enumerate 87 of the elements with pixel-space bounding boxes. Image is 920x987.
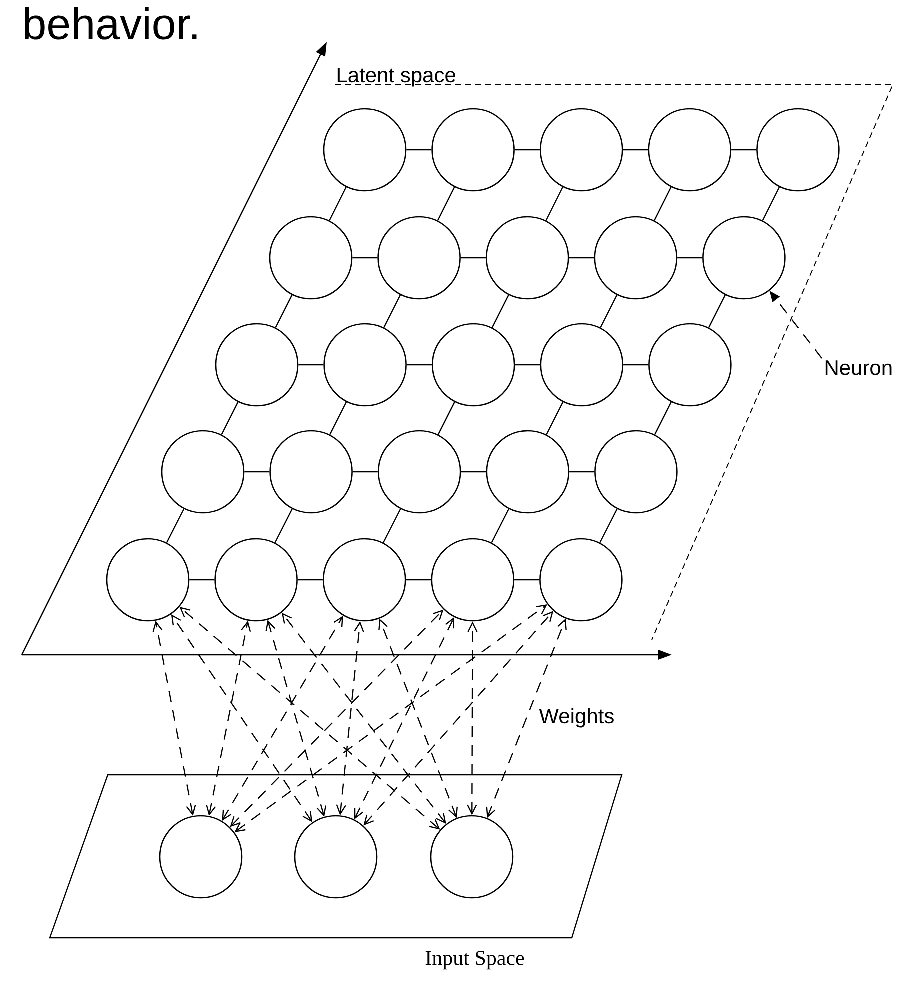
input-space-plane: Input Space — [49, 774, 623, 970]
weight-arrow — [152, 620, 196, 816]
connection-line — [244, 471, 270, 473]
connection-line — [298, 364, 324, 366]
neuron-circle — [322, 538, 406, 622]
connection-line — [329, 186, 347, 222]
neuron-circle — [540, 323, 624, 407]
neuron-circle — [648, 108, 732, 192]
connection-line — [569, 257, 594, 259]
neuron-circle — [294, 815, 378, 899]
node-label: Input Space — [426, 951, 524, 970]
weight-arrow — [266, 620, 327, 817]
weight-arrow — [354, 617, 454, 820]
weight-arrow — [222, 616, 344, 822]
neuron-circle — [378, 430, 462, 514]
connection-line — [514, 149, 540, 151]
neuron-circle — [702, 216, 786, 300]
neuron-circle — [324, 323, 407, 407]
neuron-circle — [161, 430, 245, 514]
connection-line — [275, 294, 293, 328]
weight-arrow — [336, 621, 364, 816]
neuron-circle — [269, 216, 353, 300]
connection-line — [654, 186, 672, 222]
weight-arrow — [378, 618, 458, 818]
neuron-circle — [432, 323, 516, 407]
weight-arrow — [180, 607, 440, 830]
connection-line — [190, 579, 215, 581]
neuron-circle — [594, 216, 678, 300]
neuron-circle — [594, 430, 678, 514]
neuron-circle — [270, 430, 353, 514]
connection-line — [546, 186, 564, 222]
connection-line — [406, 364, 432, 366]
neuron-circle — [648, 323, 732, 407]
connection-line — [221, 402, 239, 436]
connection-line — [437, 186, 456, 222]
connection-line — [708, 294, 726, 328]
neuron-circle — [540, 108, 624, 192]
connection-line — [600, 508, 618, 544]
weight-arrow — [234, 604, 548, 832]
connection-line — [654, 402, 672, 436]
neuron-circle — [486, 216, 570, 300]
connection-line — [492, 294, 510, 328]
neuron-circle — [432, 108, 515, 192]
connection-line — [298, 579, 323, 581]
neuron-circle — [378, 216, 461, 300]
weight-arrow — [206, 620, 252, 816]
connection-line — [623, 149, 648, 151]
connection-line — [460, 257, 486, 259]
neuron-circle — [430, 815, 514, 899]
neuron-circle — [215, 323, 299, 407]
connection-line — [491, 508, 510, 544]
weight-arrow — [467, 622, 478, 816]
connection-line — [406, 149, 432, 151]
connection-line — [546, 402, 564, 436]
neuron-circle — [214, 538, 298, 622]
neuron-circle — [431, 538, 515, 622]
connection-line — [570, 471, 595, 473]
connection-line — [274, 508, 293, 544]
weight-arrow — [486, 618, 567, 818]
weight-arrow — [171, 614, 313, 823]
neuron-circle — [323, 108, 407, 192]
connection-line — [600, 294, 618, 328]
connection-line — [352, 471, 378, 473]
connection-line — [762, 186, 780, 222]
neuron-circle — [756, 108, 840, 192]
connection-line — [678, 257, 703, 259]
neuron-circle — [486, 430, 570, 514]
neuron-circle — [540, 538, 623, 622]
connection-line — [406, 579, 432, 581]
page-text: behavior. — [25, 7, 197, 40]
connection-line — [732, 149, 757, 151]
connection-line — [384, 294, 402, 328]
weight-arrow — [364, 611, 554, 826]
connection-line — [515, 364, 540, 366]
neuron-circle — [159, 815, 243, 899]
connection-line — [438, 402, 456, 436]
connection-line — [352, 257, 378, 259]
weights-label: Weights — [538, 707, 616, 729]
connection-line — [382, 508, 402, 544]
connection-line — [166, 508, 185, 544]
connection-line — [330, 402, 348, 436]
connection-line — [461, 471, 486, 473]
connection-line — [624, 364, 649, 366]
connection-line — [514, 579, 540, 581]
neuron-circle — [106, 538, 190, 622]
weight-arrow — [282, 612, 446, 824]
weight-arrow — [230, 610, 444, 828]
